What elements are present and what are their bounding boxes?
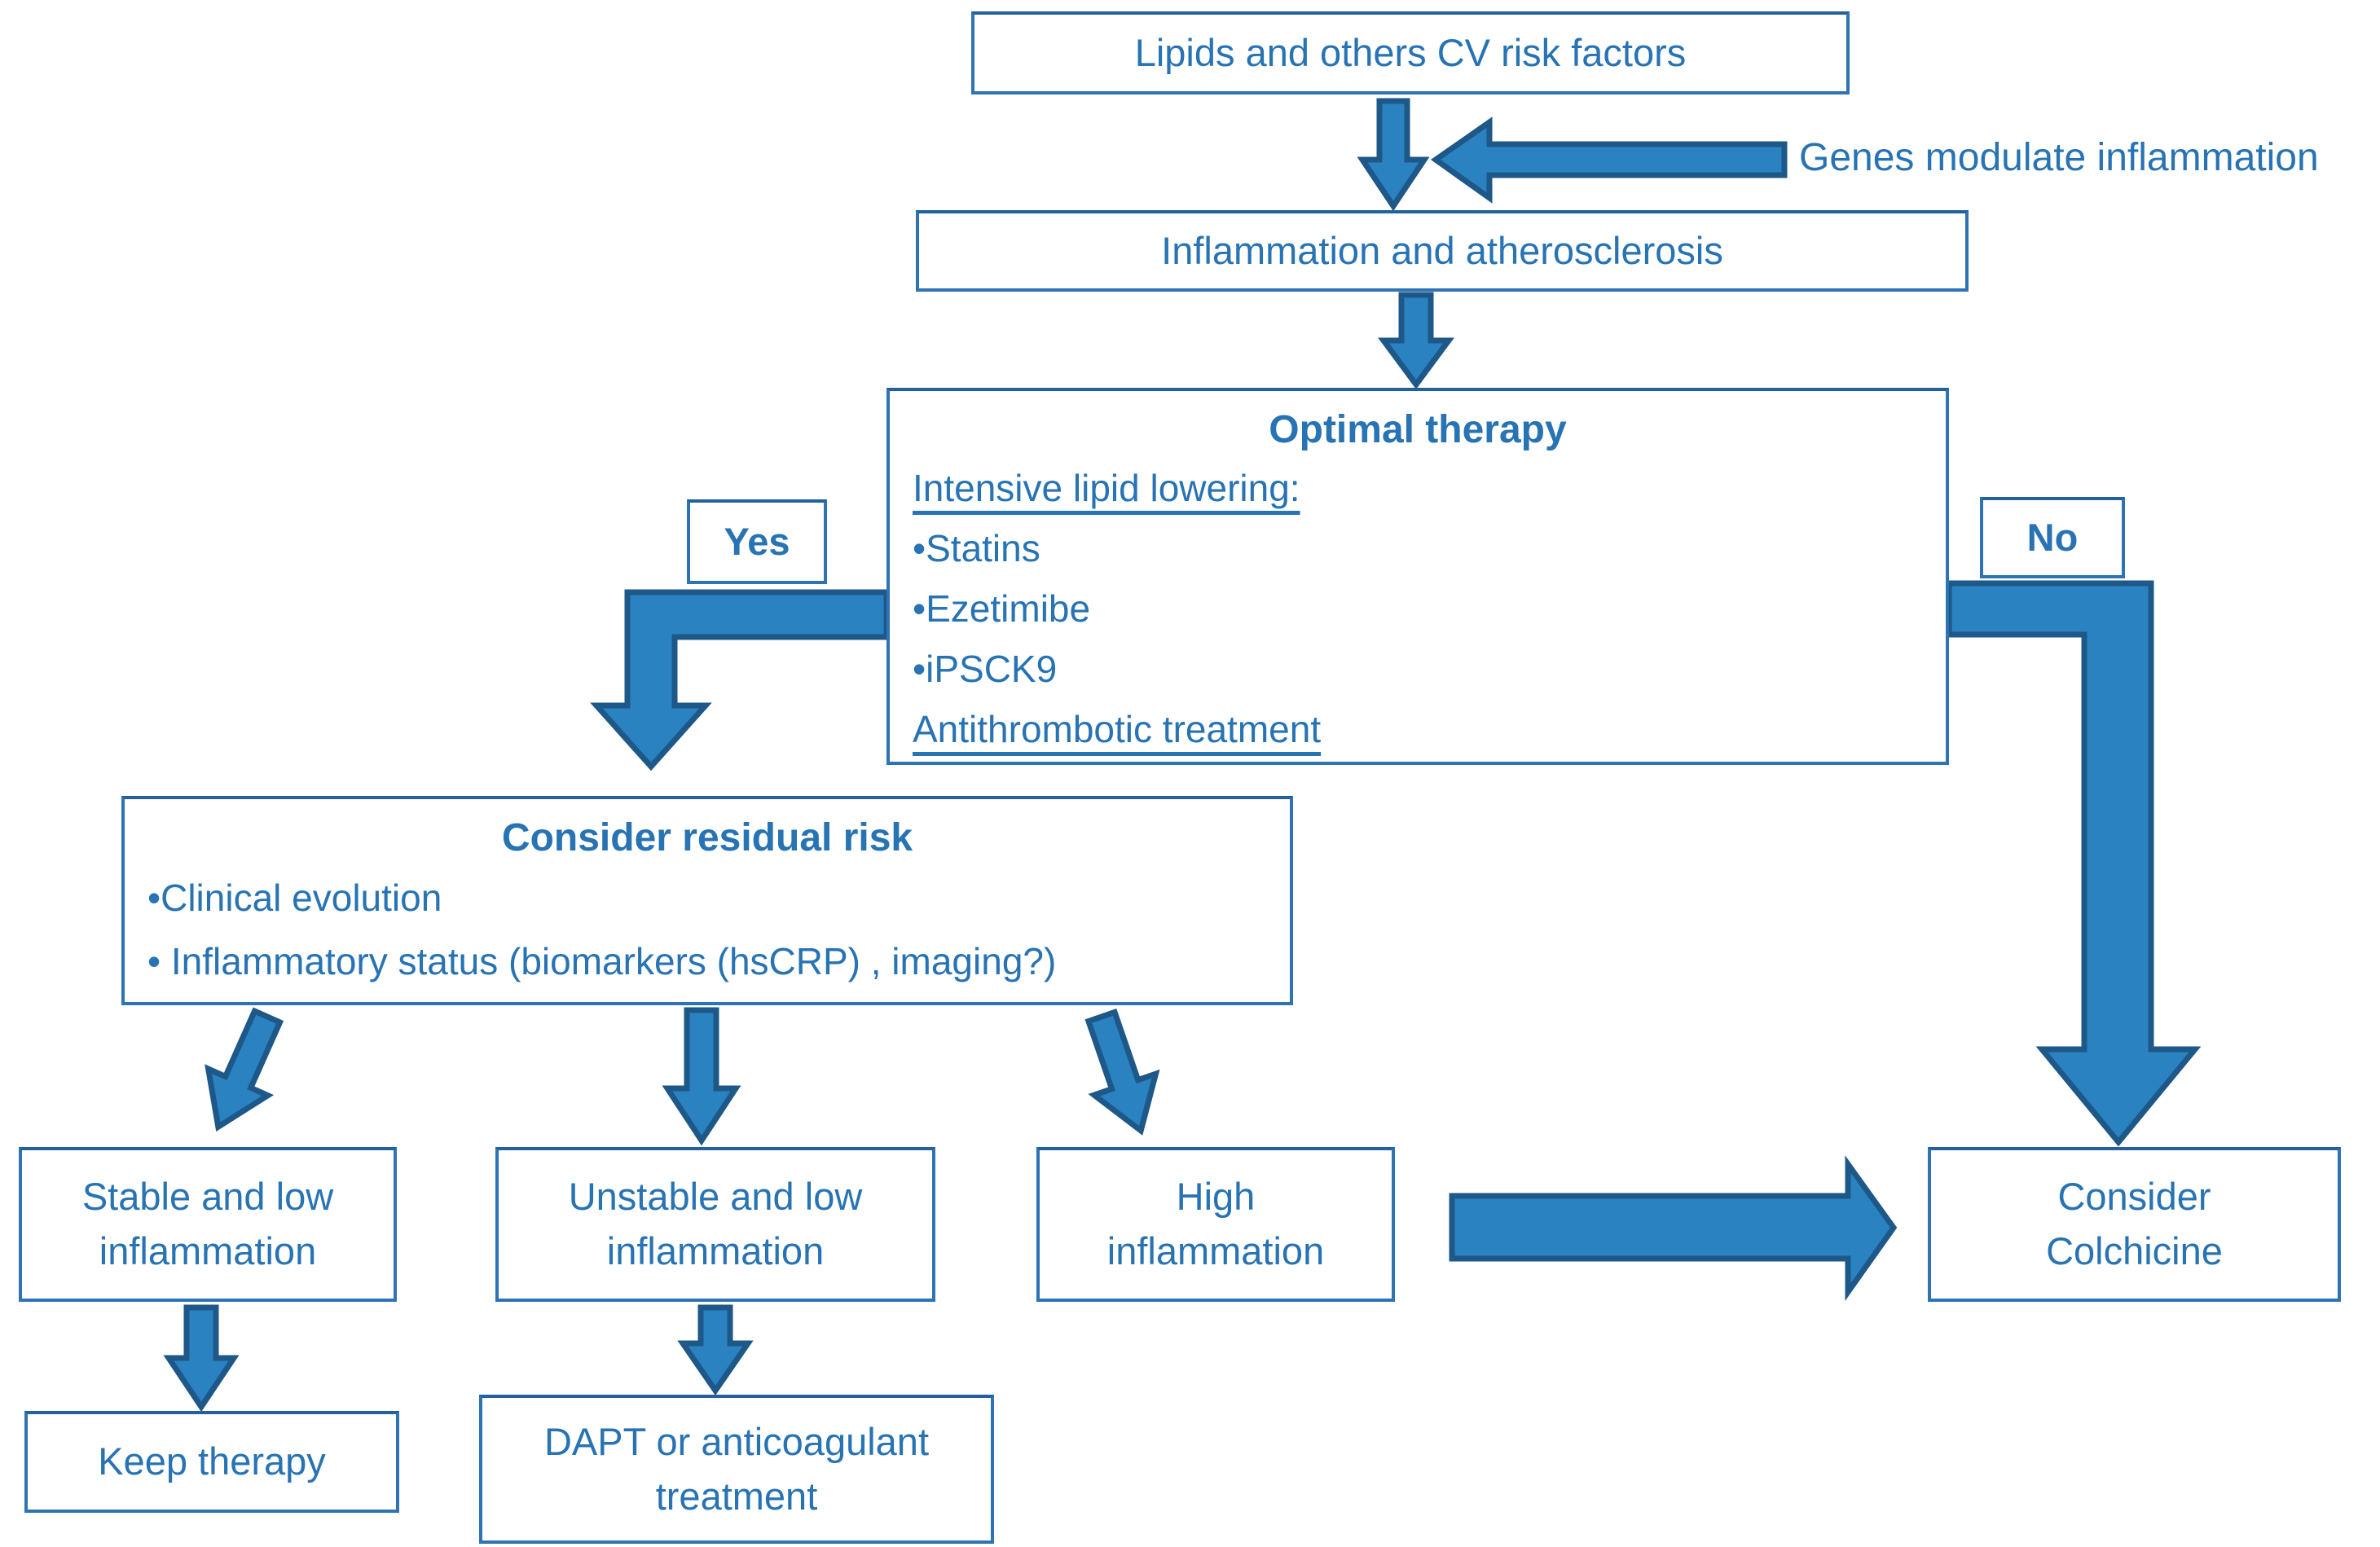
optimal-line-antithrombotic: Antithrombotic treatment bbox=[913, 708, 1322, 750]
node-keep-therapy-label: Keep therapy bbox=[98, 1439, 326, 1483]
node-yes: Yes bbox=[687, 499, 827, 584]
optimal-line-ipsck9: •iPSCK9 bbox=[913, 648, 1058, 690]
arrow-no-elbow bbox=[1946, 580, 2202, 1147]
optimal-line-ezetimibe: •Ezetimibe bbox=[913, 587, 1091, 630]
arrow-genes-to-pathway bbox=[1430, 116, 1788, 204]
arrow-residual-to-high bbox=[1084, 1009, 1160, 1136]
arrow-yes-elbow bbox=[590, 589, 890, 771]
node-residual-risk: Consider residual risk •Clinical evoluti… bbox=[121, 796, 1293, 1005]
residual-line-clinical: •Clinical evolution bbox=[147, 877, 442, 919]
node-high-inflammation: High inflammation bbox=[1036, 1147, 1395, 1302]
optimal-therapy-title: Optimal therapy bbox=[1269, 408, 1567, 451]
arrow-lipids-to-inflammation bbox=[1357, 98, 1430, 212]
node-keep-therapy: Keep therapy bbox=[24, 1411, 399, 1513]
node-unstable: Unstable and low inflammation bbox=[495, 1147, 935, 1302]
arrow-stable-to-keep bbox=[163, 1304, 240, 1413]
arrow-unstable-to-dapt bbox=[677, 1304, 754, 1396]
node-unstable-label: Unstable and low inflammation bbox=[568, 1175, 863, 1272]
node-colchicine-label: Consider Colchicine bbox=[2046, 1175, 2223, 1272]
node-colchicine: Consider Colchicine bbox=[1928, 1147, 2341, 1302]
node-dapt-label: DAPT or anticoagulant treatment bbox=[543, 1419, 930, 1518]
node-stable-label: Stable and low inflammation bbox=[81, 1175, 334, 1272]
arrow-high-to-colchicine bbox=[1449, 1155, 1898, 1301]
node-optimal-therapy: Optimal therapy Intensive lipid lowering… bbox=[886, 388, 1949, 765]
optimal-line-statins: •Statins bbox=[913, 527, 1040, 569]
node-inflammation-label: Inflammation and atherosclerosis bbox=[1161, 228, 1723, 272]
arrow-residual-to-unstable bbox=[662, 1007, 741, 1146]
optimal-line-lipid-lowering: Intensive lipid lowering: bbox=[913, 467, 1300, 509]
arrow-residual-to-stable bbox=[205, 1007, 284, 1132]
genes-note-label: Genes modulate inflammation bbox=[1799, 136, 2319, 179]
residual-risk-title: Consider residual risk bbox=[501, 816, 913, 859]
node-lipids-label: Lipids and others CV risk factors bbox=[1134, 30, 1687, 74]
arrow-inflammation-to-optimal bbox=[1378, 292, 1454, 389]
node-stable: Stable and low inflammation bbox=[19, 1147, 397, 1302]
node-dapt: DAPT or anticoagulant treatment bbox=[479, 1395, 994, 1544]
node-high-inflammation-label: High inflammation bbox=[1106, 1175, 1325, 1272]
node-no: No bbox=[1980, 497, 2125, 578]
node-lipids: Lipids and others CV risk factors bbox=[971, 11, 1850, 94]
node-inflammation: Inflammation and atherosclerosis bbox=[916, 210, 1969, 292]
genes-note: Genes modulate inflammation bbox=[1799, 135, 2319, 180]
node-no-label: No bbox=[2026, 515, 2079, 559]
residual-line-inflammatory: • Inflammatory status (biomarkers (hsCRP… bbox=[147, 940, 1057, 982]
node-yes-label: Yes bbox=[724, 519, 790, 563]
